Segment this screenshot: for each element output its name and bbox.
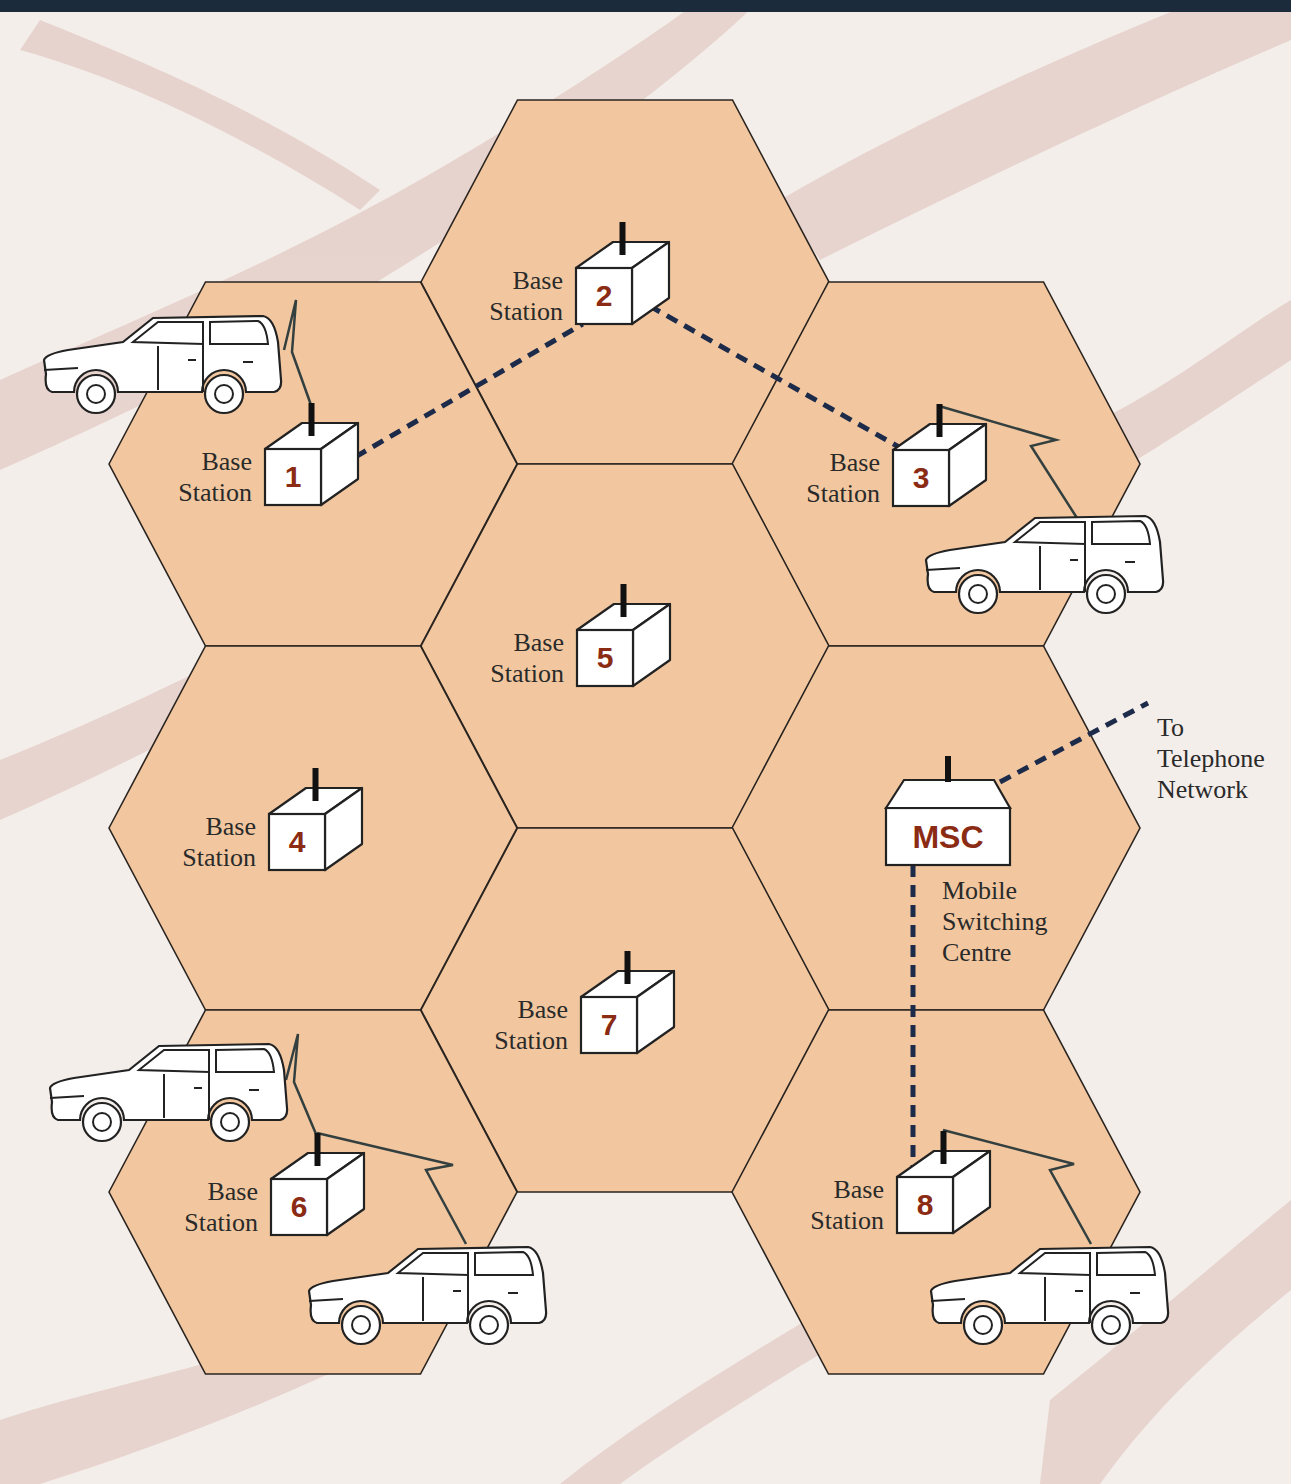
base-station-box: Base Station1 [265,449,321,505]
centre-code: MSC [912,821,983,853]
station-label: Base Station [184,1176,258,1238]
link-line [632,296,904,450]
link-line [911,865,916,1177]
station-label: Base Station [810,1174,884,1236]
base-station-box: Base Station6 [271,1179,327,1235]
base-station-box: Base Station5 [577,630,633,686]
station-label: Base Station [806,447,880,509]
centre-name: Mobile Switching Centre [942,875,1047,969]
station-number: 6 [291,1192,308,1222]
station-number: 7 [601,1010,618,1040]
station-number: 5 [597,643,614,673]
station-label: Base Station [489,265,563,327]
station-label: Base Station [490,627,564,689]
station-number: 4 [289,827,306,857]
station-number: 8 [917,1190,934,1220]
station-label: Base Station [178,446,252,508]
station-label: Base Station [494,994,568,1056]
base-station-box: Base Station8 [897,1177,953,1233]
radio-links [284,300,1091,1244]
base-station-box: Base Station7 [581,997,637,1053]
cars [44,316,1168,1344]
header-bar [0,0,1291,12]
station-label: Base Station [182,811,256,873]
base-station-box: Base Station3 [893,450,949,506]
switching-centre-box: MSCMobile Switching Centre [886,808,1010,865]
station-number: 3 [913,463,930,493]
cell-hexagons [109,100,1140,1374]
base-station-box: Base Station2 [576,268,632,324]
link-line [321,324,583,477]
station-number: 1 [285,462,302,492]
station-number: 2 [596,281,613,311]
network-label: To Telephone Network [1157,712,1265,806]
base-station-box: Base Station4 [269,814,325,870]
network-link [1000,703,1148,782]
